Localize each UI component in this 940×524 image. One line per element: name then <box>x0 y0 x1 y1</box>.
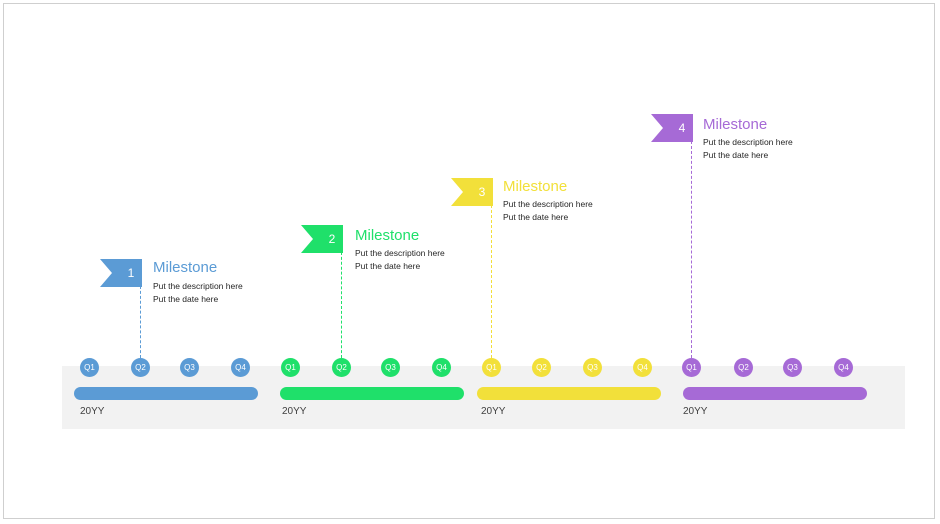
milestone-4-date: Put the date here <box>703 150 769 160</box>
slide-canvas <box>3 3 935 519</box>
quarter-marker: Q4 <box>834 358 853 377</box>
milestone-2-title: Milestone <box>355 227 420 244</box>
year-bar-4 <box>683 387 867 400</box>
milestone-4-number: 4 <box>678 121 686 135</box>
milestone-3-title: Milestone <box>503 178 568 195</box>
quarter-marker: Q4 <box>231 358 250 377</box>
quarter-marker: Q4 <box>633 358 652 377</box>
quarter-marker: Q3 <box>583 358 602 377</box>
milestone-4-title: Milestone <box>703 116 768 133</box>
quarter-marker: Q2 <box>332 358 351 377</box>
year-label-1: 20YY <box>80 406 105 417</box>
milestone-2-flag-icon: 2 <box>301 225 343 253</box>
milestone-4-flag-icon: 4 <box>651 114 693 142</box>
milestone-1-date: Put the date here <box>153 294 219 304</box>
milestone-1-pole <box>140 286 141 358</box>
milestone-1-title: Milestone <box>153 259 218 276</box>
quarter-marker: Q1 <box>80 358 99 377</box>
quarter-marker: Q2 <box>532 358 551 377</box>
quarter-marker: Q2 <box>734 358 753 377</box>
milestone-4-description: Put the description here <box>703 137 793 147</box>
milestone-3-flag-icon: 3 <box>451 178 493 206</box>
milestone-3-description: Put the description here <box>503 199 593 209</box>
year-bar-3 <box>477 387 661 400</box>
milestone-2-description: Put the description here <box>355 248 445 258</box>
milestone-1-flag-icon: 1 <box>100 259 142 287</box>
year-bar-2 <box>280 387 464 400</box>
quarter-marker: Q3 <box>180 358 199 377</box>
milestone-4-pole <box>691 141 692 358</box>
quarter-marker: Q3 <box>783 358 802 377</box>
quarter-marker: Q1 <box>682 358 701 377</box>
quarter-marker: Q1 <box>281 358 300 377</box>
year-label-2: 20YY <box>282 406 307 417</box>
milestone-2-number: 2 <box>328 232 336 246</box>
quarter-marker: Q3 <box>381 358 400 377</box>
year-label-3: 20YY <box>481 406 506 417</box>
milestone-3-pole <box>491 205 492 358</box>
milestone-1-number: 1 <box>127 266 135 280</box>
year-bar-1 <box>74 387 258 400</box>
milestone-1-description: Put the description here <box>153 281 243 291</box>
milestone-3-number: 3 <box>478 185 486 199</box>
quarter-marker: Q2 <box>131 358 150 377</box>
quarter-marker: Q1 <box>482 358 501 377</box>
year-label-4: 20YY <box>683 406 708 417</box>
milestone-2-pole <box>341 252 342 358</box>
milestone-3-date: Put the date here <box>503 212 569 222</box>
milestone-2-date: Put the date here <box>355 261 421 271</box>
quarter-marker: Q4 <box>432 358 451 377</box>
